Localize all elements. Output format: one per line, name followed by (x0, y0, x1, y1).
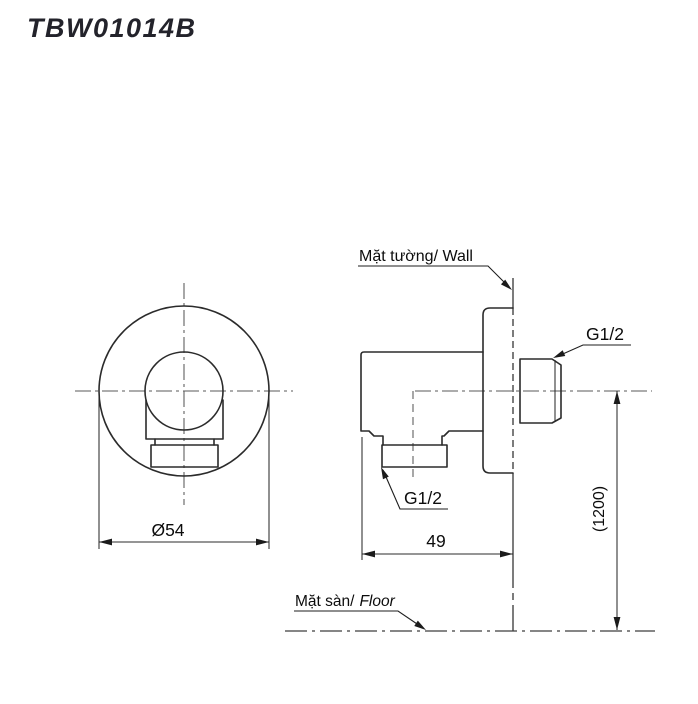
thread-label-outlet: G1/2 (553, 324, 631, 358)
side-view: 49 (1200) (285, 278, 655, 632)
dimension-diameter: Ø54 (98, 397, 270, 549)
diameter-extension-lines (98, 397, 270, 549)
outlet-nut-side (381, 444, 448, 468)
wall-leader-arrow (500, 279, 512, 290)
thread-outlet-arrow (553, 350, 566, 358)
thread-outlet-leader (555, 344, 631, 358)
depth-value: 49 (426, 531, 445, 551)
outlet-nut-front (150, 444, 219, 468)
diameter-value: Ø54 (151, 520, 184, 540)
height-value: (1200) (591, 486, 608, 532)
wall-label: Mặt tường/ Wall (358, 248, 512, 290)
floor-leader-arrow (414, 620, 426, 630)
diameter-arrow-right (256, 538, 269, 546)
wall-label-text: Mặt tường/ Wall (359, 248, 473, 265)
flange-outer-circle (98, 305, 270, 477)
wall-leader-line (358, 265, 511, 289)
front-view: Ø54 (75, 283, 293, 549)
depth-arrow-left (362, 550, 375, 558)
flange-outline-side (482, 307, 514, 474)
thread-label-inlet: G1/2 (381, 467, 448, 510)
ball-joint-circle (144, 351, 224, 431)
height-arrow-top (613, 391, 621, 404)
dimension-depth: 49 (361, 437, 513, 560)
depth-arrow-right (500, 550, 513, 558)
diameter-arrow-left (99, 538, 112, 546)
outlet-neck-front (145, 399, 224, 440)
floor-label-en: Floor (359, 593, 395, 610)
outlet-collar-front (154, 438, 215, 446)
thread-outlet-text: G1/2 (586, 324, 624, 344)
thread-fitting-outline (519, 358, 562, 424)
floor-label: Mặt sàn/Floor (294, 593, 426, 630)
body-outline-side (360, 351, 484, 446)
thread-inlet-leader (382, 469, 448, 510)
product-code: TBW01014B (27, 13, 197, 43)
floor-label-vi: Mặt sàn/ (295, 593, 355, 610)
floor-label-text: Mặt sàn/Floor (295, 593, 396, 610)
floor-leader-line (294, 610, 424, 629)
thread-inlet-arrow (381, 467, 389, 480)
dimension-height: (1200) (591, 391, 621, 630)
height-arrow-bottom (613, 617, 621, 630)
callouts: Mặt tường/ Wall G1/2 G1/2 Mặt sàn/Floor (294, 248, 631, 630)
thread-inlet-text: G1/2 (404, 488, 442, 508)
